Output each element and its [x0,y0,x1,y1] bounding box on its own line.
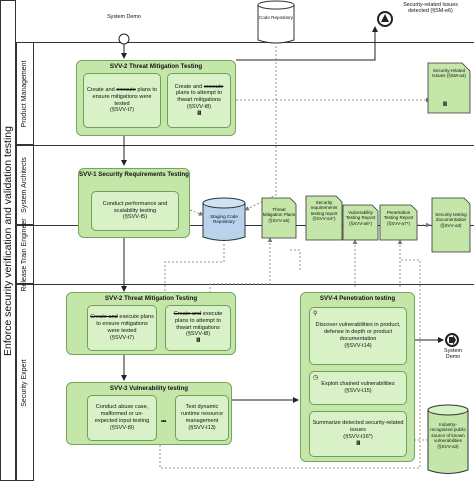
task-id: (§SVV-t13) [188,424,216,431]
staging-repository-label: Staging Code Repository [210,214,238,225]
doc-security-issues-shape [427,62,471,114]
code-repository-top-label: Code Repository [258,15,294,20]
lane-product-management: Product Management [16,42,34,145]
data-association [159,259,421,469]
data-association [189,209,204,216]
issues-detected-label: Security-related Issues detected (§SM-e6… [403,2,458,15]
multi-instance-icon: III [356,440,360,447]
collection-marker-icon: III [443,102,447,108]
task-svv-t5[interactable]: Conduct performance and scalability test… [91,191,179,231]
task-text: Conduct abuse case, malformed or un-expe… [94,404,150,424]
sequence-flow [236,26,378,61]
group-svv2-top[interactable]: SVV-2 Threat Mitigation Testing Create a… [76,60,236,136]
lane-release-train-engineer: Release Train Engineer [16,218,34,291]
task-id: (§SVV-t5) [122,214,148,221]
timer-icon: ◷ [313,375,319,381]
task-svv-t8-top[interactable]: Create and execute plans to attempt to t… [167,73,231,128]
data-association [290,249,301,270]
task-id: (§SVV-t8) [185,331,211,338]
ellipsis-icon: ••• [161,419,166,425]
task-id: (§SVV-t15) [344,388,372,394]
public-source-repository-icon [427,404,469,474]
doc-pen-report-shape [379,204,418,241]
sec-testing-doc-label: Security testing documentation (§SVV-a3) [435,212,467,228]
data-association [209,237,273,305]
lane-divider [34,225,474,226]
doc-sec-req-report-shape [305,195,343,241]
group-title: SVV-3 Vulnerability testing [109,385,189,392]
task-svv-t8-bottom[interactable]: Create and execute plans to attempt to t… [165,305,231,351]
arrow-icon [449,335,456,345]
data-association [244,42,277,211]
group-svv4[interactable]: SVV-4 Penetration testing ⚲ Discover vul… [300,292,415,462]
signal-icon [381,14,389,22]
code-repository-top-icon [257,0,295,44]
task-id: (§SVV-t9) [109,424,135,431]
doc-vuln-report-shape [342,204,379,241]
task-svv-t14[interactable]: ⚲ Discover vulnerabilities in product, d… [309,307,407,365]
doc-sec-testing-doc-shape [431,197,471,253]
lane-divider [34,42,474,43]
task-text: Exploit chained vulnerabilities [321,381,395,388]
threat-plans-doc-label: Threat Mitigation Plans (§SVV-a5) [262,207,296,223]
data-association [162,244,225,301]
task-id: (§SVV-t7) [109,107,135,114]
task-svv-t13[interactable]: Test dynamic runtime resource management… [175,395,229,441]
task-id: (§SVV-t8) [186,103,212,110]
group-title: SVV-2 Threat Mitigation Testing [104,295,198,302]
task-text: Create and execute plans to attempt to t… [173,311,223,331]
task-id: (§SVV-t16*) [343,434,373,440]
search-icon: ⚲ [313,311,318,317]
task-id: (§SVV-t7) [109,334,135,341]
task-id: (§SVV-t14) [344,342,372,349]
security-issues-doc-label: Security-related Issues (§SM-a4) [432,68,466,79]
task-text: Test dynamic runtime resource management [181,404,223,424]
group-title: SVV-4 Penetration testing [319,295,396,302]
system-demo-right-label: System Demo [444,348,462,361]
lane-divider [34,145,474,146]
multi-instance-icon: III [197,110,201,117]
lane-divider [34,284,474,285]
system-demo-top-label: System Demo [107,14,141,20]
task-svv-t15[interactable]: ◷ Exploit chained vulnerabilities (§SVV-… [309,371,407,405]
task-text: Discover vulnerabilities in product, def… [315,322,401,342]
group-title: SVV-1 Security Requirements Testing [79,171,189,178]
group-svv3[interactable]: SVV-3 Vulnerability testing Conduct abus… [66,382,232,445]
pen-report-doc-label: Penetration Testing Report (§SVV-a7*) [383,210,414,226]
task-svv-t7-top[interactable]: Create and execute plans to ensure mitig… [83,73,161,128]
task-svv-t7-bottom[interactable]: Create and execute plans to ensure mitig… [87,305,157,351]
task-svv-t16[interactable]: Summarize detected security-related issu… [309,411,407,457]
sec-req-report-doc-label: Security requirements testing report (§S… [310,200,338,222]
lane-system-architects: System Architects [16,145,34,225]
staging-repository-icon [202,197,246,241]
group-title: SVV-2 Threat Mitigation Testing [109,63,203,70]
doc-threat-plans-shape [261,197,297,239]
task-text: Conduct performance and scalability test… [102,200,168,214]
task-text: Create and execute plans to ensure mitig… [87,86,157,107]
vuln-report-doc-label: Vulnerability Testing Report (§SVV-a6*) [345,210,376,226]
multi-instance-icon: III [196,338,200,345]
task-text: Create and execute plans to ensure mitig… [90,314,154,334]
group-svv2-bottom[interactable]: SVV-2 Threat Mitigation Testing Create a… [66,292,236,355]
start-event-circle [118,33,130,45]
task-text: Create and execute plans to attempt to t… [174,83,224,104]
public-source-label: Industry-recognized public source of kno… [430,422,466,449]
task-text: Summarize detected security-related issu… [312,420,404,434]
group-svv1[interactable]: SVV-1 Security Requirements Testing Cond… [78,168,190,238]
task-svv-t9[interactable]: Conduct abuse case, malformed or un-expe… [87,395,157,441]
